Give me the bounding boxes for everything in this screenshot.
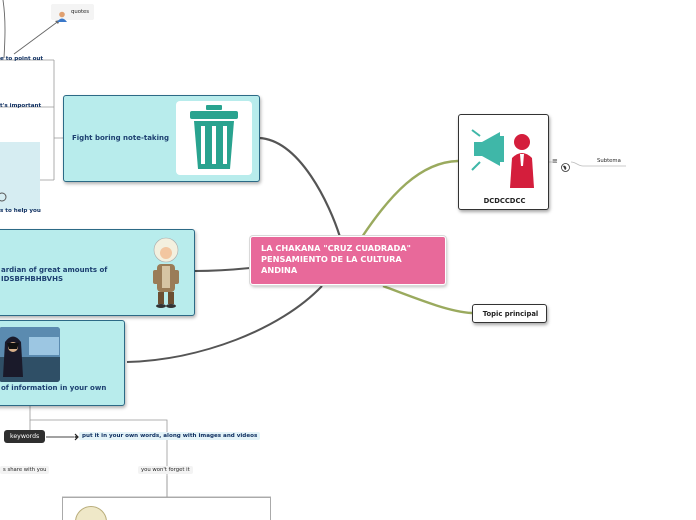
quotes-label: quotes xyxy=(71,9,90,15)
topic-guardian-label: ardian of great amounts of IDSBFHBHBVHS xyxy=(1,266,108,283)
subtopic-wont-forget[interactable]: you won't forget it xyxy=(138,466,193,474)
trash-can-icon xyxy=(176,101,252,175)
notes-icon[interactable]: ≡ xyxy=(552,157,558,165)
topic-dcdccdcc-label: DCDCCDCC xyxy=(483,197,526,205)
subtopic-help-you[interactable]: s to help you xyxy=(0,208,41,214)
bottom-topic-partial[interactable] xyxy=(62,497,271,520)
topic-fight-label: Fight boring note-taking xyxy=(72,134,169,142)
topic-fight-note-taking[interactable]: Fight boring note-taking xyxy=(63,95,260,182)
subtopic-important[interactable]: t's important xyxy=(0,103,42,109)
subtopic-keywords[interactable]: keywords xyxy=(4,430,46,443)
professor-cartoon-icon xyxy=(145,236,187,310)
branch-info-own xyxy=(126,285,323,363)
lion-image-icon xyxy=(75,506,107,520)
info-subtree xyxy=(29,406,168,497)
branch-subtema xyxy=(570,161,626,167)
topic-dcdccdcc[interactable]: DCDCCDCC xyxy=(458,114,549,210)
topic-info-own-label: of information in your own xyxy=(1,384,107,392)
subtopic-subtema[interactable]: Subtema xyxy=(597,158,621,164)
quotes-connector xyxy=(2,0,6,59)
keywords-label: keywords xyxy=(10,433,40,440)
branch-fight-note-taking xyxy=(258,136,342,238)
person-icon xyxy=(56,7,68,26)
topic-info-own[interactable]: of information in your own xyxy=(0,320,125,406)
central-topic[interactable]: LA CHAKANA "CRUZ CUADRADA" PENSAMIENTO D… xyxy=(250,236,446,285)
note-image-thumbnail xyxy=(0,142,40,210)
branch-topic-principal xyxy=(382,284,473,315)
megaphone-person-icon xyxy=(470,122,540,192)
subtopic-own-words[interactable]: put it in your own words, along with ima… xyxy=(79,432,261,440)
subtopic-quotes[interactable]: quotes xyxy=(51,4,94,22)
branch-guardian xyxy=(194,267,251,272)
central-topic-label: LA CHAKANA "CRUZ CUADRADA" PENSAMIENTO D… xyxy=(261,243,411,275)
topic-guardian[interactable]: ardian of great amounts of IDSBFHBHBVHS xyxy=(0,229,195,316)
subtopic-share-with-you[interactable]: s share with you xyxy=(0,466,50,474)
topic-principal-label: Topic principal xyxy=(482,310,539,318)
topic-principal[interactable]: Topic principal xyxy=(472,304,547,323)
superhero-image-icon xyxy=(0,327,60,382)
fight-subtree xyxy=(0,59,64,181)
subtopic-point-out[interactable]: e to point out xyxy=(0,56,44,62)
branch-dcdccdcc xyxy=(361,159,459,238)
globe-link-icon[interactable] xyxy=(561,157,570,172)
